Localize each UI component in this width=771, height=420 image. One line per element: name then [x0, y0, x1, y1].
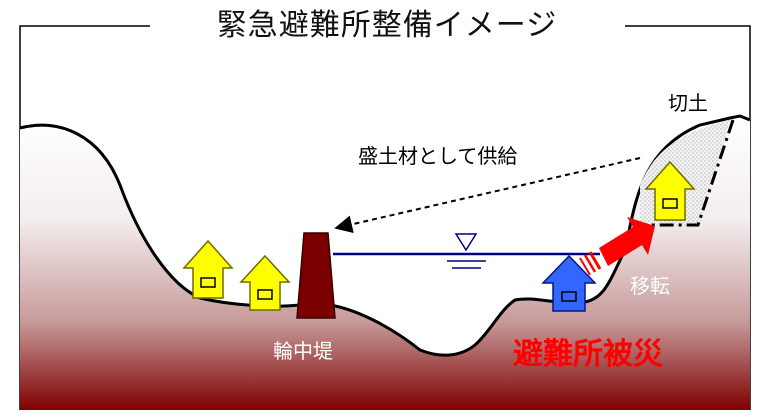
page-title: 緊急避難所整備イメージ: [172, 4, 602, 48]
levee: [296, 232, 336, 319]
house-icon: [541, 254, 597, 312]
water-level-icon: [447, 233, 486, 269]
house-icon: [182, 239, 234, 299]
house-icon: [644, 160, 696, 221]
label-cut: 切土: [668, 91, 708, 115]
relocation-arrow-icon: [579, 217, 655, 276]
dashed-arrow-icon: [334, 157, 641, 234]
label-disaster: 避難所被災: [513, 337, 664, 372]
house-icon: [239, 254, 291, 311]
label-levee: 輪中堤: [273, 339, 333, 363]
ground: [20, 116, 750, 410]
label-relocation: 移転: [630, 274, 670, 298]
cut-line: [640, 119, 735, 227]
label-fill-supply: 盛土材として供給: [358, 144, 517, 168]
